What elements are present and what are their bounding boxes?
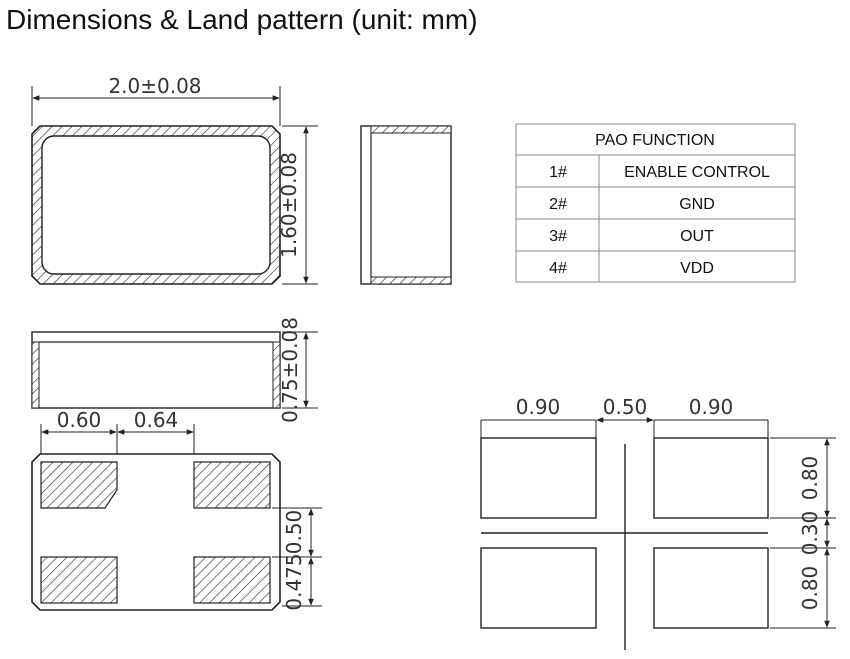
land-pad-bottom-left — [480, 547, 597, 629]
land-pattern: 0.90 0.50 0.90 0.80 0.30 0.80 — [480, 395, 836, 650]
pad-1 — [40, 461, 118, 509]
top-height-label: 1.60±0.08 — [277, 152, 301, 258]
table-cell-pin: 1# — [549, 164, 567, 181]
land-pad-width-right-label: 0.90 — [689, 395, 734, 419]
side-height-label: 0.75±0.08 — [278, 317, 302, 423]
package-lid — [41, 135, 271, 275]
top-view: 2.0±0.08 1.60±0.08 — [31, 74, 318, 285]
land-pad-top-right — [653, 437, 769, 519]
land-gap-label: 0.50 — [603, 395, 648, 419]
land-pad-top-left — [480, 437, 597, 519]
top-width-label: 2.0±0.08 — [108, 74, 201, 98]
table-cell-function: ENABLE CONTROL — [624, 164, 770, 181]
bottom-view: 0.60 0.64 0.50 0.475 — [31, 408, 322, 611]
table-header: PAO FUNCTION — [595, 132, 715, 149]
land-pad-height-bottom-label: 0.80 — [798, 566, 822, 611]
pad-4 — [193, 461, 271, 509]
land-gap-vertical-label: 0.30 — [798, 511, 822, 556]
pad-function-table: PAO FUNCTION 1# ENABLE CONTROL 2# GND 3#… — [515, 123, 796, 283]
table-cell-function: OUT — [680, 228, 714, 245]
table-cell-function: GND — [679, 196, 715, 213]
pad-width-label: 0.60 — [57, 408, 102, 432]
table-cell-pin: 3# — [549, 228, 567, 245]
page-title: Dimensions & Land pattern (unit: mm) — [6, 4, 478, 35]
land-pad-height-top-label: 0.80 — [798, 456, 822, 501]
table-cell-pin: 4# — [549, 260, 567, 277]
pad-spacing-label: 0.64 — [134, 408, 179, 432]
table-cell-pin: 2# — [549, 196, 567, 213]
side-view-right — [360, 125, 452, 285]
pad-2 — [40, 556, 118, 604]
pad-gap-label: 0.50 — [282, 510, 306, 555]
table-cell-function: VDD — [680, 260, 714, 277]
side-view-front: 0.75±0.08 — [31, 317, 318, 423]
pad-3 — [193, 556, 271, 604]
land-pad-width-left-label: 0.90 — [516, 395, 561, 419]
pad-height-label: 0.475 — [282, 553, 306, 610]
land-pad-bottom-right — [653, 547, 769, 629]
